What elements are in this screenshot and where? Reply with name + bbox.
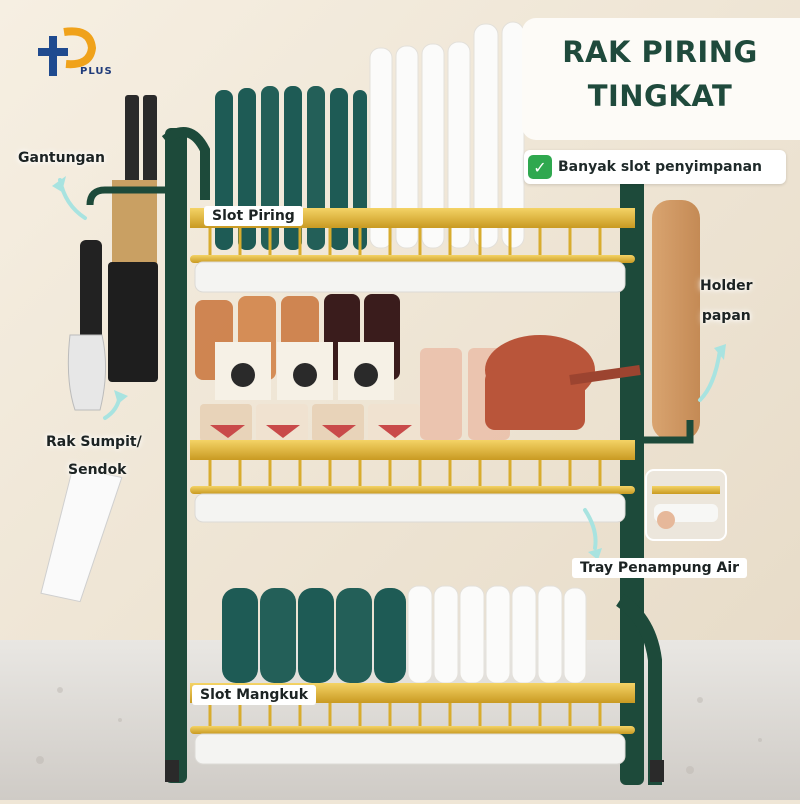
page-title: RAK PIRING TINGKAT — [540, 30, 780, 118]
label-slot-piring: Slot Piring — [204, 206, 303, 226]
feature-badge: ✓ Banyak slot penyimpanan — [524, 150, 786, 184]
title-line-1: RAK PIRING — [562, 35, 758, 69]
label-tray-penampung: Tray Penampung Air — [572, 558, 748, 578]
brand-logo — [20, 22, 120, 86]
label-rak-line-1: Rak Sumpit/ — [46, 434, 142, 450]
label-rak-sumpit: Rak Sumpit/ Sendok — [46, 430, 142, 482]
label-slot-mangkuk: Slot Mangkuk — [192, 685, 317, 705]
label-gantungan: Gantungan — [18, 150, 105, 166]
feature-text: Banyak slot penyimpanan — [558, 159, 763, 175]
title-line-2: TINGKAT — [587, 79, 733, 113]
label-holder-papan: Holder papan — [700, 274, 753, 328]
label-holder-line-2: papan — [701, 308, 751, 324]
label-rak-line-2: Sendok — [68, 462, 127, 478]
label-holder-line-1: Holder — [700, 278, 753, 294]
brand-logo-text: PLUS — [80, 66, 113, 77]
title-panel — [522, 18, 800, 140]
check-icon: ✓ — [528, 155, 552, 179]
